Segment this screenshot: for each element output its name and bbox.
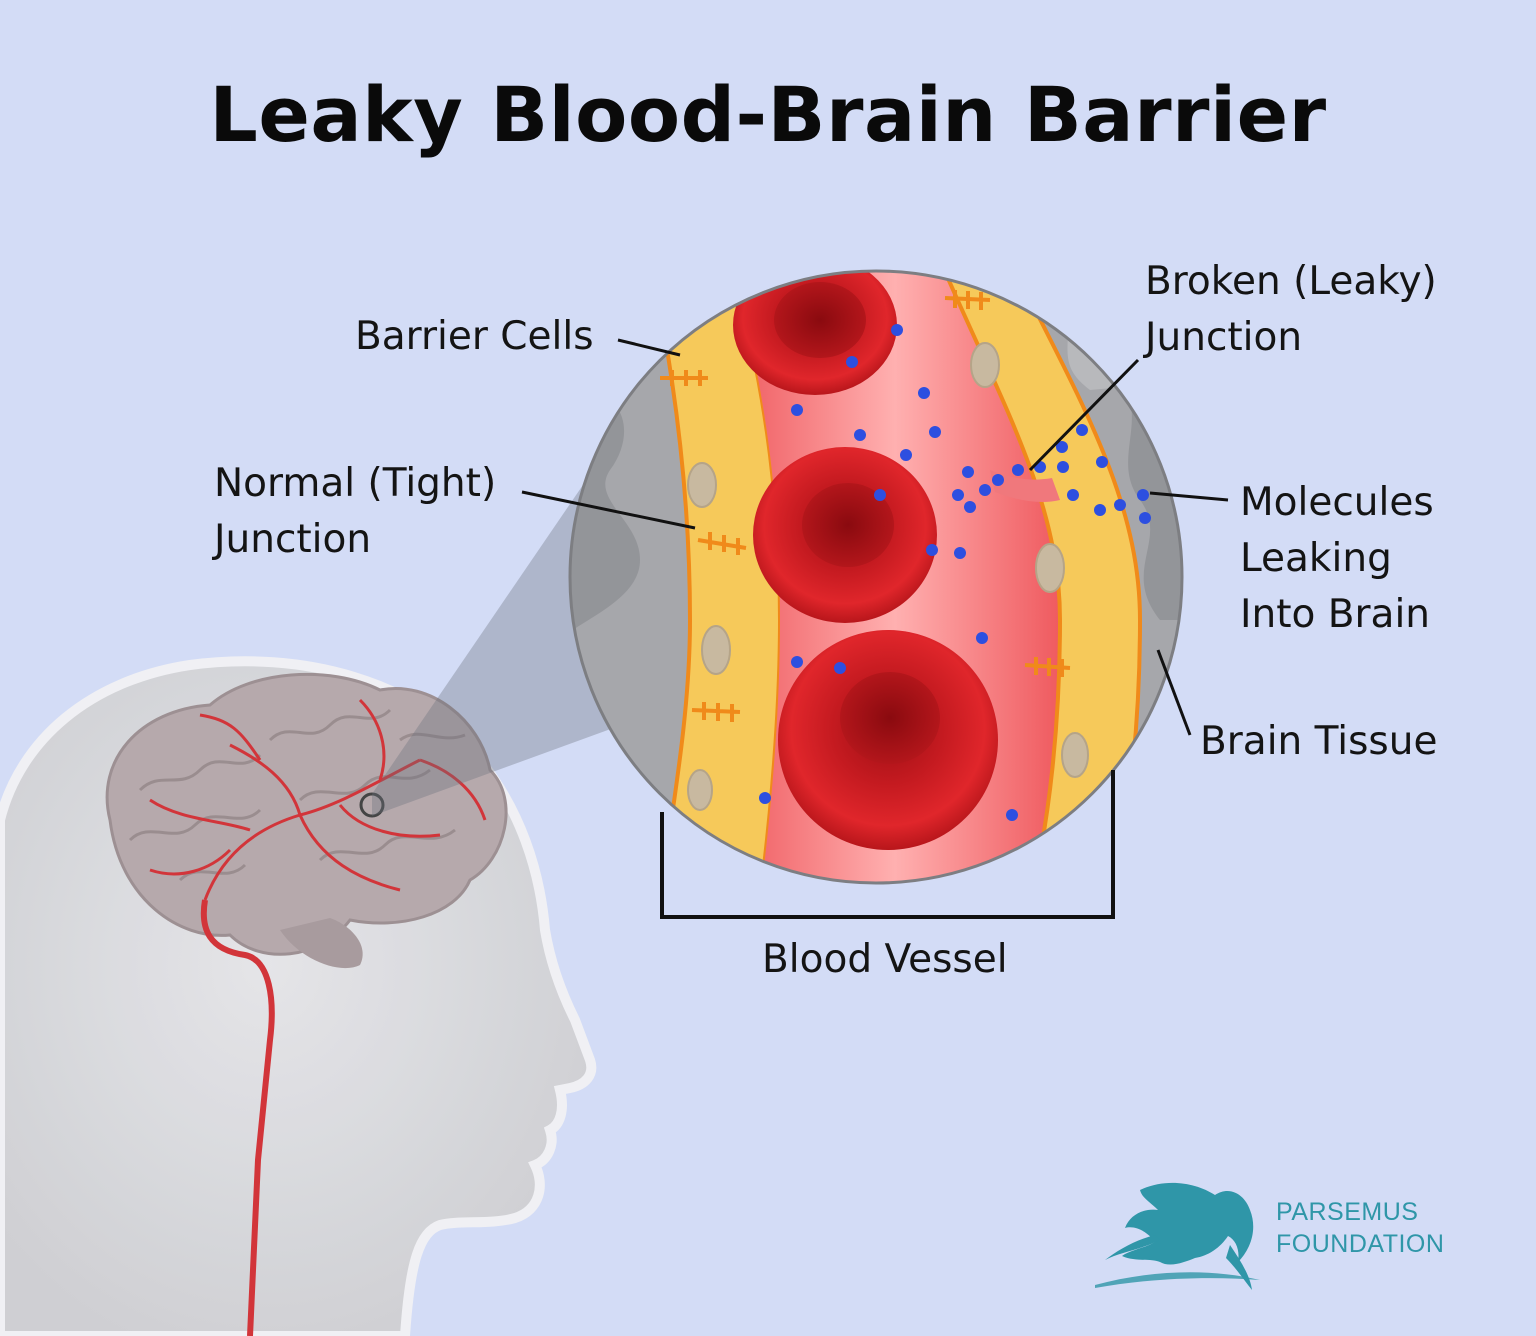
label-broken-junction-line1: Broken (Leaky) [1145, 254, 1437, 310]
label-normal-junction-line1: Normal (Tight) [214, 456, 496, 512]
label-barrier-cells-text: Barrier Cells [355, 309, 594, 365]
label-blood-vessel: Blood Vessel [762, 932, 1008, 988]
label-blood-vessel-text: Blood Vessel [762, 932, 1008, 988]
label-molecules: Molecules Leaking Into Brain [1240, 475, 1434, 643]
brand-line2: FOUNDATION [1276, 1228, 1444, 1260]
label-molecules-line1: Molecules [1240, 475, 1434, 531]
brand-logo-text: PARSEMUS FOUNDATION [1276, 1196, 1444, 1260]
label-normal-junction-line2: Junction [214, 512, 496, 568]
pegasus-icon [1095, 1183, 1260, 1290]
label-barrier-cells: Barrier Cells [355, 309, 594, 365]
page-title: Leaky Blood-Brain Barrier [0, 70, 1536, 159]
label-brain-tissue-text: Brain Tissue [1200, 714, 1437, 770]
label-broken-junction-line2: Junction [1145, 310, 1437, 366]
brand-line1: PARSEMUS [1276, 1196, 1444, 1228]
label-normal-junction: Normal (Tight) Junction [214, 456, 496, 568]
label-brain-tissue: Brain Tissue [1200, 714, 1437, 770]
label-broken-junction: Broken (Leaky) Junction [1145, 254, 1437, 366]
label-molecules-line2: Leaking [1240, 531, 1434, 587]
label-molecules-line3: Into Brain [1240, 587, 1434, 643]
magnified-view [560, 255, 1200, 900]
